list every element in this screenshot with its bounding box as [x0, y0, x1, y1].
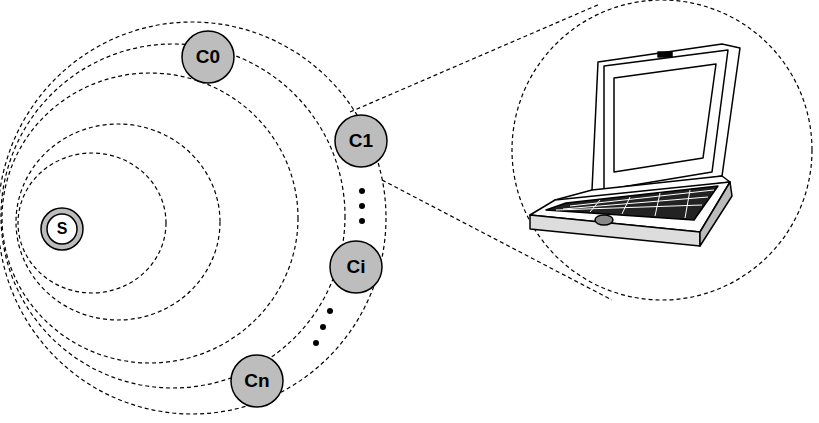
zoom-line	[350, 4, 600, 112]
range-ring	[1, 44, 345, 388]
ellipsis-dot	[320, 324, 326, 330]
node-label: S	[57, 220, 68, 238]
node-label: C1	[349, 130, 373, 152]
range-ring	[18, 153, 166, 293]
client-node: C0	[180, 29, 236, 85]
server-node: S	[39, 206, 85, 252]
node-label: Ci	[347, 256, 366, 278]
client-node: Ci	[328, 239, 384, 295]
keyboard-keys	[556, 190, 714, 218]
ellipsis-dot	[327, 308, 333, 314]
laptop-illustration	[530, 44, 740, 246]
ellipsis-dot	[313, 340, 319, 346]
node-label: Cn	[244, 370, 269, 392]
ellipsis-dot	[359, 188, 365, 194]
range-ring	[0, 22, 386, 414]
zoom-circle	[512, 0, 812, 300]
ellipsis-dot	[359, 218, 365, 224]
range-ring	[2, 73, 298, 363]
node-label: C0	[196, 46, 220, 68]
client-node: C1	[333, 113, 389, 169]
range-ring	[16, 124, 220, 320]
ellipsis-dot	[359, 203, 365, 209]
client-node: Cn	[229, 353, 285, 409]
